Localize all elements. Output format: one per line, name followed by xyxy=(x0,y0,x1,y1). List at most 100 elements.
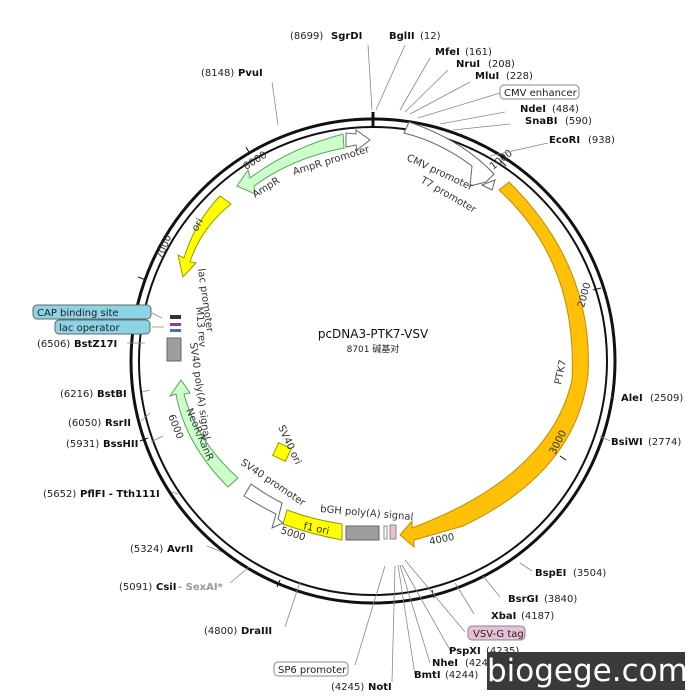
site-pflfi-pos: (5652) xyxy=(43,489,76,500)
f1-ori-arrow[interactable] xyxy=(282,509,343,541)
site-avrii[interactable]: (5324) AvrII xyxy=(130,544,193,555)
site-mfei[interactable]: MfeI (161) xyxy=(435,47,492,58)
site-pspxi[interactable]: PspXI (4235) xyxy=(449,646,519,657)
site-nhei-pos: (4240) xyxy=(465,658,498,669)
site-pspxi-name: PspXI xyxy=(449,646,481,657)
sv40-promoter-arrow[interactable] xyxy=(243,483,284,529)
site-ecori-name: EcoRI xyxy=(549,135,580,146)
cmv-enhancer-label[interactable]: CMV enhancer xyxy=(499,84,580,100)
backbone-inner-ring xyxy=(138,126,608,596)
feature-label-bgh-polya: bGH poly(A) signal xyxy=(320,504,414,523)
site-bstbi-pos: (6216) xyxy=(60,389,93,400)
tick-label-2000: 2000 xyxy=(576,281,593,308)
site-bmti[interactable]: BmtI (4244) xyxy=(414,670,478,681)
leader-lines xyxy=(127,44,613,683)
site-bmti-name: BmtI xyxy=(414,670,441,681)
site-rsrii-name: RsrII xyxy=(105,418,131,429)
site-bsiwi-name: BsiWI xyxy=(611,437,643,448)
site-draiii[interactable]: (4800) DraIII xyxy=(204,626,272,637)
bgh-polya-block[interactable] xyxy=(345,525,380,541)
site-ndei-name: NdeI xyxy=(520,104,546,115)
site-bstbi-name: BstBI xyxy=(97,389,127,400)
lac-operator-label[interactable]: lac operator xyxy=(54,319,151,335)
vsvg-tag-label[interactable]: VSV-G tag xyxy=(467,625,526,641)
site-nhei[interactable]: NheI (4240) xyxy=(432,658,498,669)
site-csii[interactable]: (5091) CsiI - SexAI* xyxy=(119,582,224,593)
site-ndei[interactable]: NdeI (484) xyxy=(520,104,579,115)
site-bsrgi-pos: (3840) xyxy=(544,594,577,605)
site-bsshii[interactable]: (5931) BssHII xyxy=(66,439,138,450)
site-ecori[interactable]: EcoRI (938) xyxy=(549,135,615,146)
vsvg-tag-mark xyxy=(389,524,397,540)
sp6-promoter-text: SP6 promoter xyxy=(278,665,347,676)
site-pflfi[interactable]: (5652) PflFI - Tth111I xyxy=(43,489,160,500)
site-draiii-name: DraIII xyxy=(241,626,272,637)
site-draiii-pos: (4800) xyxy=(204,626,237,637)
site-bsiwi[interactable]: BsiWI (2774) xyxy=(611,437,681,448)
watermark-logo: biogege.com xyxy=(487,652,688,690)
feature-label-ptk7: PTK7 xyxy=(553,359,569,386)
site-bsrgi-name: BsrGI xyxy=(508,594,538,605)
tick-2000 xyxy=(592,287,602,291)
tick-3000 xyxy=(559,455,567,461)
cmv-enhancer-text: CMV enhancer xyxy=(504,88,578,99)
cap-site-mark xyxy=(170,329,181,332)
site-sgrdi[interactable]: (8699) SgrDI xyxy=(290,31,362,42)
site-snabi[interactable]: SnaBI (590) xyxy=(525,116,592,127)
ampr-arrow[interactable] xyxy=(236,133,345,195)
tick-6000 xyxy=(139,437,149,442)
cap-binding-site-label[interactable]: CAP binding site xyxy=(32,304,152,320)
site-avrii-name: AvrII xyxy=(167,544,193,555)
site-avrii-pos: (5324) xyxy=(130,544,163,555)
site-xbai[interactable]: XbaI (4187) xyxy=(491,611,554,622)
site-mlui[interactable]: MluI (228) xyxy=(475,71,533,82)
tick-label-4000: 4000 xyxy=(428,532,455,548)
cmv-promoter-arrow[interactable] xyxy=(403,121,495,187)
site-bglii[interactable]: BglII (12) xyxy=(389,31,441,42)
site-bsrgi[interactable]: BsrGI (3840) xyxy=(508,594,577,605)
site-noti-name: NotI xyxy=(368,682,392,693)
site-noti[interactable]: (4245) NotI xyxy=(331,682,392,693)
site-rsrii[interactable]: (6050) RsrII xyxy=(68,418,131,429)
ori-arrow[interactable] xyxy=(177,195,232,279)
site-nrui[interactable]: NruI (208) xyxy=(456,59,515,70)
feature-label-m13-rev: M13 rev xyxy=(193,306,207,347)
tick-5000 xyxy=(276,579,281,588)
site-mfei-name: MfeI xyxy=(435,47,460,58)
site-xbai-name: XbaI xyxy=(491,611,516,622)
site-bspei[interactable]: BspEI (3504) xyxy=(535,568,606,579)
tick-7000 xyxy=(137,276,147,281)
sp6-promoter-label[interactable]: SP6 promoter xyxy=(273,661,349,677)
site-bstz17i[interactable]: (6506) BstZ17I xyxy=(37,339,117,350)
ampr-promoter-arrow[interactable] xyxy=(345,129,371,151)
site-mlui-name: MluI xyxy=(475,71,499,82)
m13-rev-mark xyxy=(170,315,181,319)
site-pspxi-pos: (4235) xyxy=(486,646,519,657)
site-bstbi[interactable]: (6216) BstBI xyxy=(60,389,127,400)
sv40-ori-block[interactable] xyxy=(272,442,292,462)
site-sgrdi-name: SgrDI xyxy=(331,31,362,42)
site-pvui[interactable]: (8148) PvuI xyxy=(201,68,263,79)
t7-promoter-arrow[interactable] xyxy=(480,179,496,191)
site-bspei-pos: (3504) xyxy=(573,568,606,579)
site-pflfi-name: PflFI - Tth111I xyxy=(80,489,160,500)
boxed-labels: CMV enhancer VSV-G tag SP6 promoter CAP … xyxy=(32,84,580,677)
feature-layer xyxy=(166,121,589,549)
tick-1000 xyxy=(499,159,507,167)
site-snabi-pos: (590) xyxy=(565,116,592,127)
ptk7-arrow[interactable] xyxy=(399,181,589,549)
cap-binding-site-text: CAP binding site xyxy=(37,308,119,319)
tick-8000 xyxy=(245,146,251,155)
neo-kanr-arrow[interactable] xyxy=(168,379,239,488)
site-bspei-name: BspEI xyxy=(535,568,566,579)
site-bmti-pos: (4244) xyxy=(445,670,478,681)
site-csii-suffix: - SexAI* xyxy=(178,582,224,593)
site-bsshii-pos: (5931) xyxy=(66,439,99,450)
site-ecori-pos: (938) xyxy=(588,135,615,146)
site-alei[interactable]: AleI (2509) xyxy=(621,393,683,404)
site-rsrii-pos: (6050) xyxy=(68,418,101,429)
sv40-polya-block[interactable] xyxy=(166,337,182,362)
site-bstz17i-pos: (6506) xyxy=(37,339,70,350)
plasmid-name: pcDNA3-PTK7-VSV xyxy=(318,327,429,341)
site-snabi-name: SnaBI xyxy=(525,116,557,127)
